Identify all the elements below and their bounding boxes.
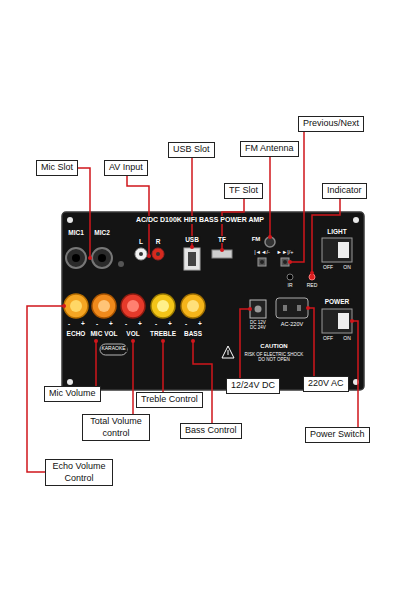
callout-text: Power Switch [310,429,365,441]
board-label: MIC2 [93,229,111,236]
leader-line [95,341,97,386]
callout-box: USB Slot [168,142,215,158]
leader-dot [62,304,66,308]
board-label: AC/DC D100K HIFI BASS POWER AMP [135,216,265,224]
board-label: TREBLE [149,330,177,337]
board-label: + [108,320,114,327]
callout-text: AV Input [109,162,143,174]
callout-text: FM Antenna [245,143,294,155]
leader-line [312,199,340,273]
board-label: FM [251,236,262,243]
leader-dot [288,260,292,264]
leader-dot [248,307,252,311]
callout-text: TF Slot [229,185,258,197]
leader-dot [94,339,98,343]
board-label: ECHO [66,330,87,337]
leader-line [308,308,314,376]
board-label: OFF [322,336,334,342]
board-label: ON [342,336,352,342]
board-label: L [138,238,144,245]
callout-box: Mic Slot [36,160,78,176]
leader-line [162,341,164,392]
leader-dot [161,339,165,343]
callout-text: Mic Volume [49,388,96,400]
callout-box: Bass Control [180,423,242,439]
leader-line [191,158,193,247]
board-label: CAUTION [259,343,288,350]
board-label: + [137,320,143,327]
board-label: RED [306,283,319,289]
callout-box: Indicator [322,183,367,199]
board-label: ►►|/+ [275,249,294,255]
board-label: POWER [324,298,351,305]
callout-text: 220V AC [308,378,344,390]
callout-box: 12/24V DC [226,378,280,394]
leader-dot [306,306,310,310]
callout-box: AV Input [104,160,148,176]
callout-text: Previous/Next [303,118,359,130]
leader-line [78,168,90,258]
board-label: - [124,320,128,327]
callout-box: Total Volume control [82,414,150,441]
leader-line [132,341,134,414]
board-label: + [80,320,86,327]
board-label: R [155,238,162,245]
leader-line [193,341,212,423]
leader-dot [147,254,151,258]
callout-box: 220V AC [303,376,349,392]
callout-box: Echo Volume Control [45,459,113,486]
leader-line [269,157,271,237]
callout-text: USB Slot [173,144,210,156]
callout-box: TF Slot [224,183,263,199]
board-label: + [197,320,203,327]
callout-text: Indicator [327,185,362,197]
callout-box: Mic Volume [44,386,101,402]
callout-text: Echo Volume Control [50,461,108,484]
leader-dot [310,271,314,275]
board-label: DC 12V DC 24V [246,320,270,330]
board-label: LIGHT [326,228,348,235]
board-label: - [184,320,188,327]
callout-box: Treble Control [136,392,203,408]
callout-text: Bass Control [185,425,237,437]
callout-text: Total Volume control [87,416,145,439]
leader-dot [220,248,224,252]
callout-text: 12/24V DC [231,380,275,392]
board-label: - [95,320,99,327]
leader-line [352,321,358,427]
callout-text: Treble Control [141,394,198,406]
leader-dot [268,235,272,239]
board-label: - [67,320,71,327]
leader-dot [190,245,194,249]
callout-box: Power Switch [305,427,370,443]
board-label: MIC VOL [89,330,118,337]
leader-dot [191,339,195,343]
board-label: VOL [125,330,140,337]
leader-dot [131,339,135,343]
leader-dot [350,319,354,323]
callout-box: FM Antenna [240,141,299,157]
callout-text: Mic Slot [41,162,73,174]
board-label: KARAOKE [100,346,126,352]
board-label: USB [184,236,200,243]
board-label: BASS [183,330,203,337]
board-label: IR [287,283,294,289]
board-label: MIC1 [67,229,85,236]
board-label: ON [342,265,352,271]
leader-dot [88,256,92,260]
board-label: OFF [322,265,334,271]
board-label: - [154,320,158,327]
board-label: RISK OF ELECTRIC SHOCK DO NOT OPEN [243,352,305,362]
board-label: TF [217,236,227,243]
board-label: AC-220V [280,321,304,327]
board-label: + [167,320,173,327]
callout-box: Previous/Next [298,116,364,132]
board-label: |◄◄/- [253,249,271,255]
